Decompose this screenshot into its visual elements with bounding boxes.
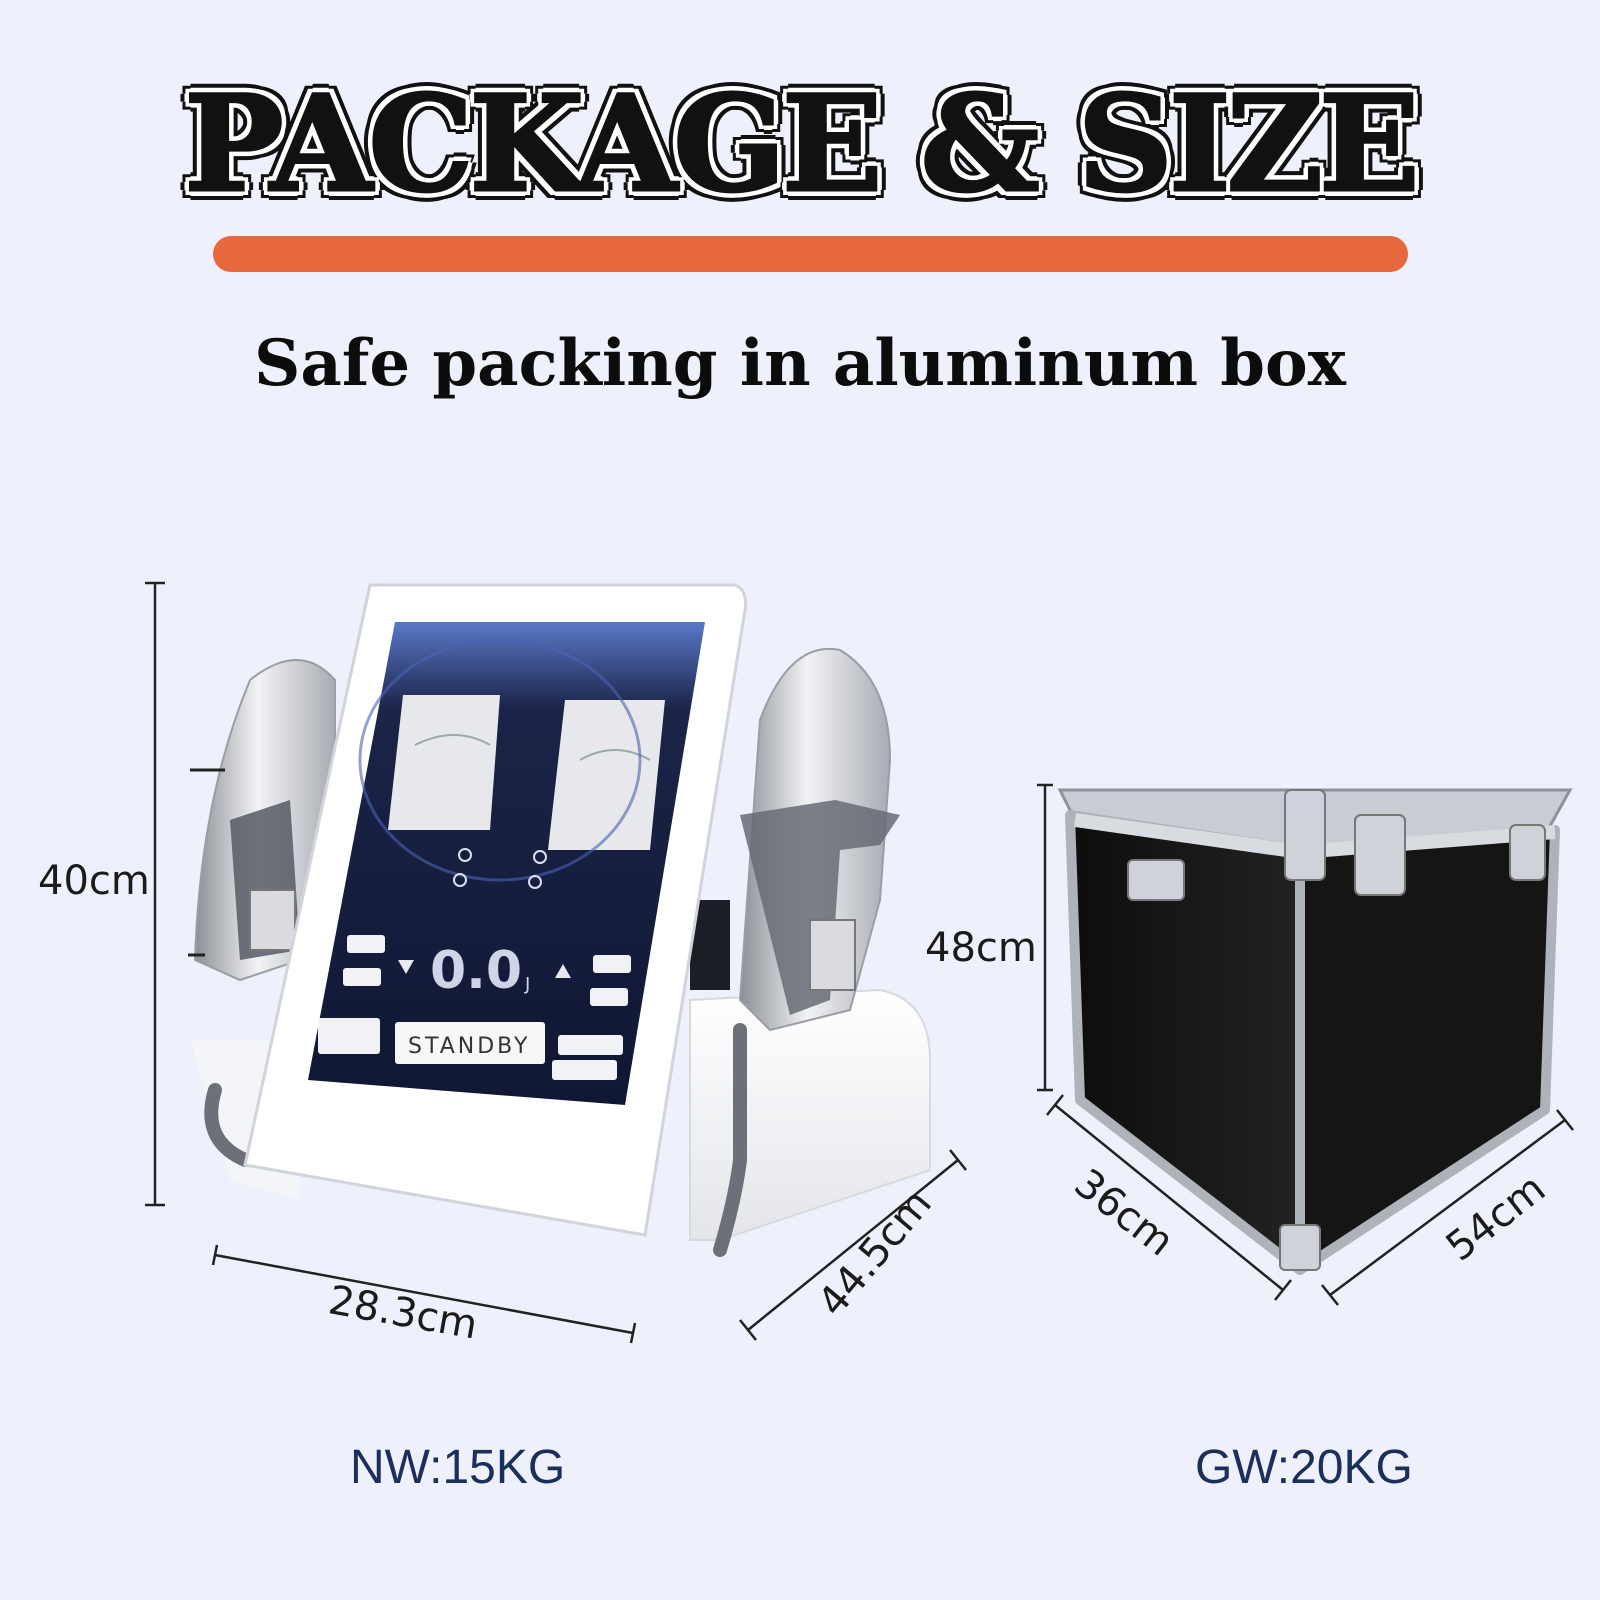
machine-depth-dimension [739, 1149, 967, 1341]
subtitle: Safe packing in aluminum box [254, 326, 1346, 401]
page-title: PACKAGE & SIZE [183, 67, 1421, 222]
box-width-dimension [1321, 1109, 1574, 1306]
energy-unit: J [524, 974, 530, 995]
machine-height-label: 40cm [38, 858, 150, 904]
box-height-label: 48cm [925, 925, 1037, 971]
machine-screen: 0.0 J STANDBY [308, 622, 705, 1105]
machine-width-dimension [211, 1244, 637, 1344]
gross-weight: GW:20KG [1195, 1441, 1413, 1494]
standby-button[interactable] [395, 1022, 545, 1064]
machine-device: 0.0 J STANDBY [188, 583, 931, 1257]
aluminum-box-icon [1057, 788, 1573, 1275]
standby-label: STANDBY [408, 1034, 530, 1059]
box-height-dimension [1037, 783, 1053, 1092]
energy-readout: 0.0 [430, 941, 522, 1001]
net-weight: NW:15KG [350, 1441, 566, 1494]
box-depth-dimension [1046, 1094, 1292, 1301]
title-underline-bar [213, 236, 1408, 272]
machine-height-dimension [145, 581, 165, 1207]
left-handpiece-icon [188, 659, 336, 1167]
